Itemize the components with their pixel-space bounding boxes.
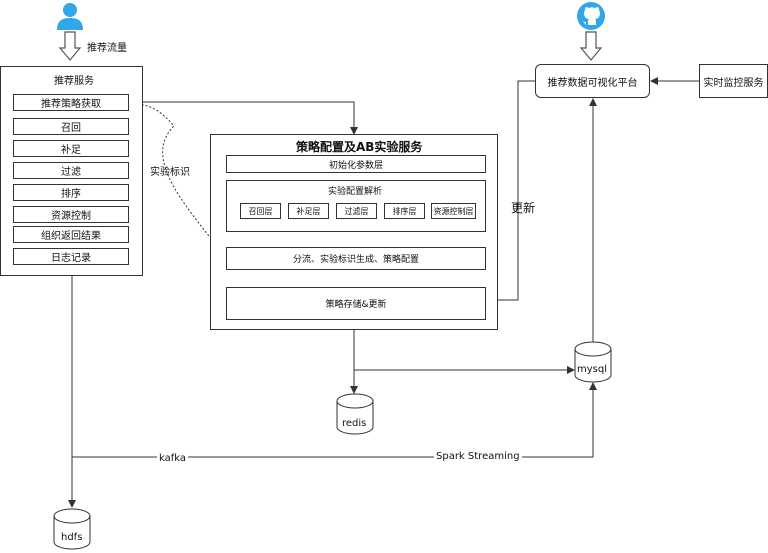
rec-item-rank: 排序: [13, 184, 129, 201]
rec-item-resource-control: 资源控制: [13, 206, 129, 223]
user-icon: [56, 2, 84, 30]
mysql-cylinder: [574, 341, 612, 383]
rec-item-supplement: 补足: [13, 140, 129, 157]
update-label: 更新: [511, 201, 536, 215]
github-icon: [576, 1, 606, 31]
split-box: 分流、实验标识生成、策略配置: [226, 247, 486, 270]
traffic-down-arrow: [58, 31, 82, 61]
monitor-box: 实时监控服务: [699, 64, 768, 98]
redis-label: redis: [342, 418, 367, 429]
layer-resource-control: 资源控制层: [431, 203, 476, 219]
traffic-label: 推荐流量: [87, 43, 127, 54]
init-param-layer: 初始化参数层: [226, 155, 486, 173]
strategy-service-title: 策略配置及AB实验服务: [296, 140, 423, 154]
layer-filter: 过滤层: [336, 203, 377, 219]
kafka-label: kafka: [157, 453, 189, 464]
mysql-label: mysql: [577, 364, 607, 375]
update-connector: [487, 80, 535, 304]
rec-item-assemble-result: 组织返回结果: [13, 226, 129, 243]
layer-rank: 排序层: [384, 203, 425, 219]
spark-label: Spark Streaming: [434, 451, 522, 462]
hdfs-label: hdfs: [61, 532, 83, 543]
layer-supplement: 补足层: [288, 203, 329, 219]
strategy-fetch-connector: [122, 98, 358, 135]
rec-item-recall: 召回: [13, 118, 129, 135]
rec-item-logging: 日志记录: [13, 248, 129, 265]
rec-item-filter: 过滤: [13, 162, 129, 179]
github-down-arrow: [579, 31, 603, 61]
kafka-spark-connector: [72, 382, 597, 458]
experiment-tag-label: 实验标识: [150, 167, 190, 178]
viz-platform-box: 推荐数据可视化平台: [535, 64, 650, 98]
experiment-tag-curve: [131, 100, 227, 259]
layer-recall: 召回层: [240, 203, 281, 219]
rec-service-title: 推荐服务: [54, 76, 94, 87]
strategy-store-box: 策略存储&更新: [226, 287, 486, 320]
redis-cylinder: [336, 393, 374, 435]
experiment-parse-title: 实验配置解析: [328, 187, 383, 197]
rec-item-strategy-fetch: 推荐策略获取: [13, 94, 129, 111]
hdfs-cylinder: [53, 508, 91, 550]
